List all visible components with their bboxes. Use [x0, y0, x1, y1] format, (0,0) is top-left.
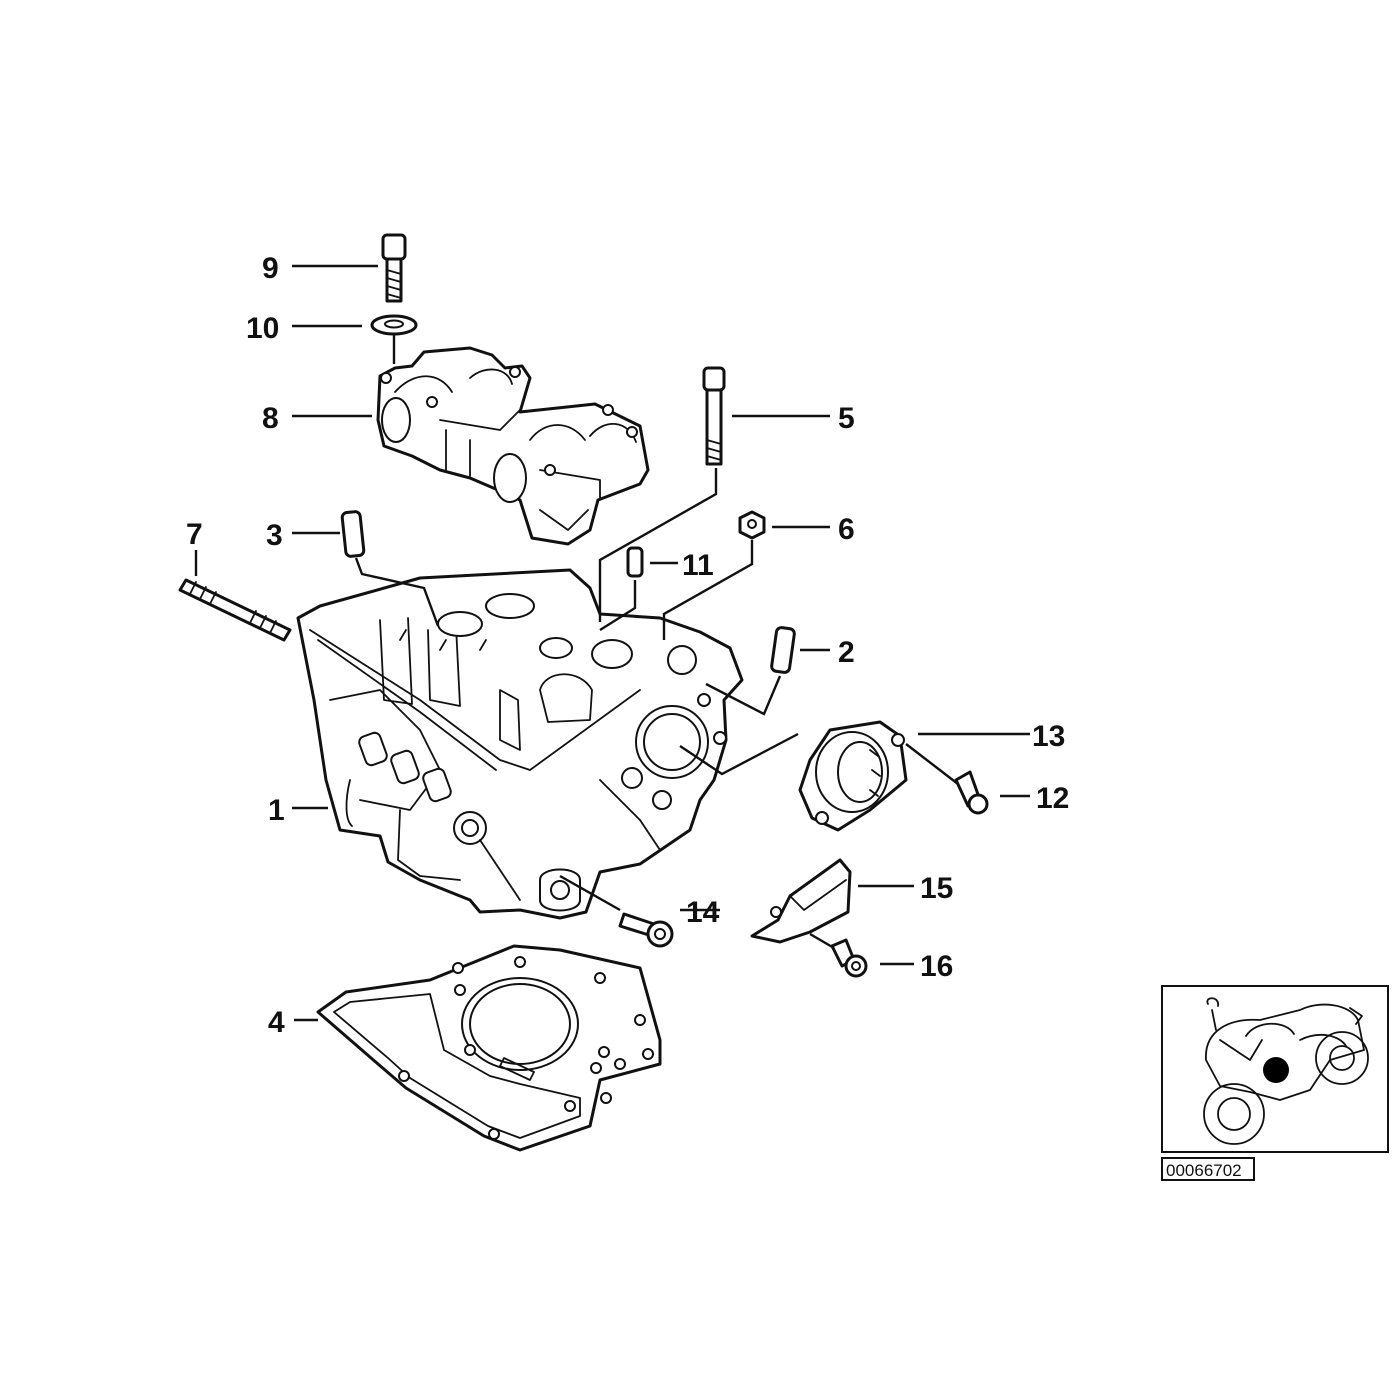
part-2-dowel [770, 626, 796, 674]
part-5-bolt [702, 366, 726, 466]
part-1-cylinder-head [296, 568, 744, 920]
part-8-camshaft-carrier [376, 346, 650, 546]
leader-lines [194, 264, 1030, 1022]
part-16-screw [830, 938, 868, 978]
part-4-gasket [316, 944, 662, 1152]
part-11-dowel [626, 546, 644, 578]
part-3-dowel [340, 510, 366, 558]
callout-6: 6 [838, 513, 855, 546]
location-marker-dot [1263, 1057, 1289, 1083]
part-7-stud [178, 578, 292, 642]
leader-2b [705, 675, 782, 716]
part-13-housing [798, 720, 908, 832]
part-6-nut [738, 510, 766, 540]
leader-3b [354, 557, 440, 627]
callout-3: 3 [266, 519, 283, 552]
callout-labels: 9 10 8 5 6 7 3 11 2 13 12 1 15 14 16 4 [186, 252, 1069, 1039]
part-10-washer [370, 314, 418, 336]
part-14-bolt [618, 912, 674, 948]
part-9-bolt [381, 233, 407, 303]
callout-11: 11 [682, 549, 714, 582]
callout-14: 14 [686, 896, 720, 929]
reference-code-box [1161, 1157, 1255, 1181]
leader-12b [905, 743, 959, 785]
callout-16: 16 [920, 950, 953, 983]
leader-6b [662, 540, 754, 640]
callout-7: 7 [186, 518, 203, 551]
callout-8: 8 [262, 402, 279, 435]
part-12-screw [954, 770, 989, 815]
motorcycle-icon [1203, 997, 1369, 1145]
callout-2: 2 [838, 636, 855, 669]
locator-thumbnail: 00066702 [1161, 985, 1389, 1181]
callout-12: 12 [1036, 782, 1069, 815]
callout-5: 5 [838, 402, 855, 435]
leader-13b [679, 732, 799, 776]
reference-code: 00066702 [1166, 1161, 1242, 1180]
callout-15: 15 [920, 872, 953, 905]
callout-13: 13 [1032, 720, 1065, 753]
callout-4: 4 [268, 1006, 285, 1039]
callout-10: 10 [246, 312, 279, 345]
leader-11b [599, 580, 637, 632]
callout-9: 9 [262, 252, 279, 285]
leader-5b [598, 468, 718, 622]
leader-16b [809, 932, 835, 950]
part-15-bracket [750, 858, 852, 944]
callout-1: 1 [268, 794, 285, 827]
leader-14b [559, 874, 621, 912]
